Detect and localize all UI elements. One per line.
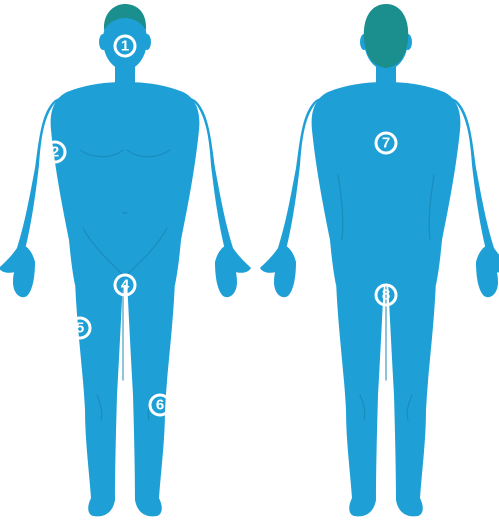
svg-text:7: 7 bbox=[382, 135, 390, 152]
front-body-silhouette bbox=[0, 10, 251, 516]
svg-text:1: 1 bbox=[121, 38, 129, 55]
back-figure: 7 8 bbox=[260, 4, 499, 516]
front-figure: 1 2 3 4 5 6 bbox=[0, 4, 251, 516]
svg-text:4: 4 bbox=[121, 277, 130, 294]
svg-text:2: 2 bbox=[51, 144, 59, 161]
svg-text:6: 6 bbox=[156, 397, 164, 414]
marker-3[interactable]: 3 bbox=[193, 190, 213, 210]
svg-text:5: 5 bbox=[76, 320, 84, 337]
back-body-silhouette bbox=[260, 10, 499, 516]
svg-text:3: 3 bbox=[199, 192, 207, 209]
svg-text:8: 8 bbox=[382, 287, 390, 304]
back-hair bbox=[364, 4, 408, 68]
